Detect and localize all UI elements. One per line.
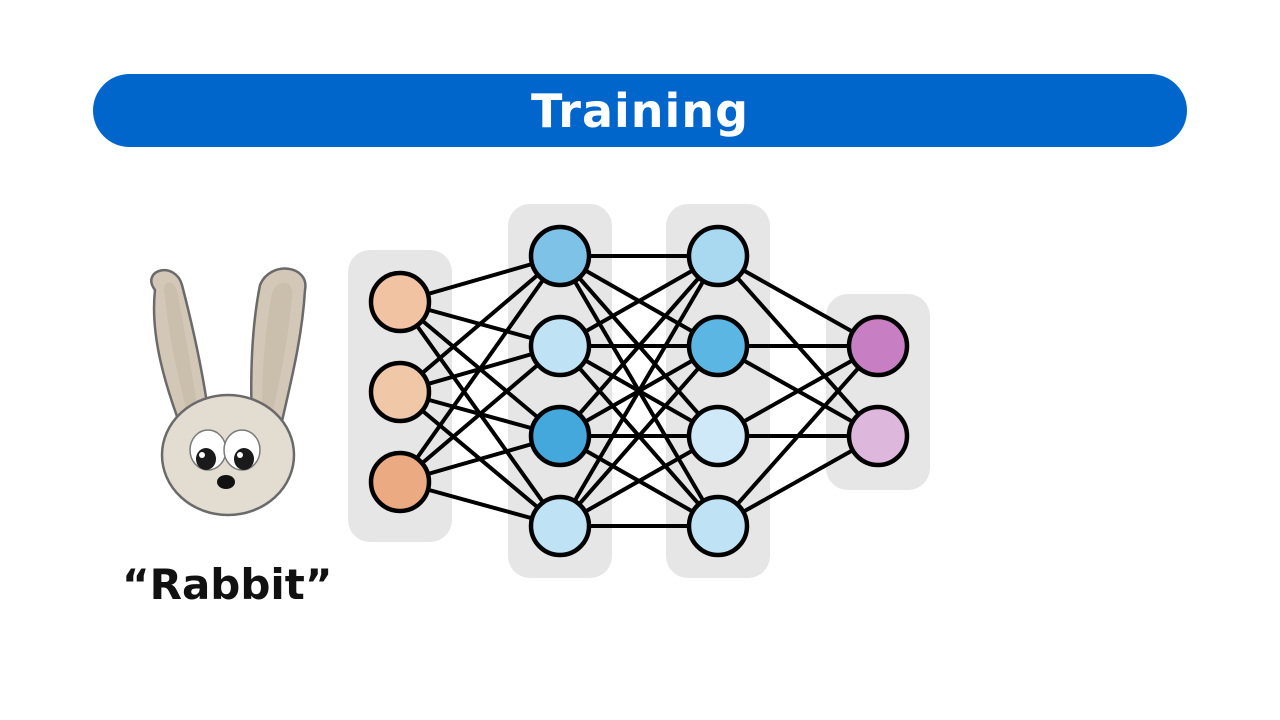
hidden-layer-2-neuron — [686, 314, 750, 378]
rabbit-illustration — [150, 267, 307, 517]
hidden-layer-2-neuron — [686, 224, 750, 288]
connections — [398, 254, 880, 528]
output-layer-neuron — [846, 404, 910, 468]
hidden-layer-1-neuron — [528, 224, 592, 288]
hidden-layer-1-neuron — [528, 404, 592, 468]
connection-edge — [398, 254, 562, 394]
input-layer-neuron — [368, 450, 432, 514]
input-layer-neuron — [368, 270, 432, 334]
hidden-layer-1-neuron — [528, 494, 592, 558]
hidden-layer-2-neuron — [686, 404, 750, 468]
input-layer-neuron — [368, 360, 432, 424]
output-layer-neuron — [846, 314, 910, 378]
connection-edge — [558, 254, 720, 528]
connection-edge — [558, 344, 720, 528]
page-title: Training — [530, 83, 749, 138]
connection-edge — [398, 344, 562, 484]
input-label: “Rabbit” — [122, 560, 333, 609]
neurons — [368, 224, 910, 558]
hidden-layer-1-neuron — [528, 314, 592, 378]
hidden-layer-2-neuron — [686, 494, 750, 558]
connection-edge — [558, 254, 720, 438]
connection-edge — [716, 344, 880, 528]
connection-edge — [398, 254, 562, 484]
title-bar: Training — [93, 74, 1187, 147]
